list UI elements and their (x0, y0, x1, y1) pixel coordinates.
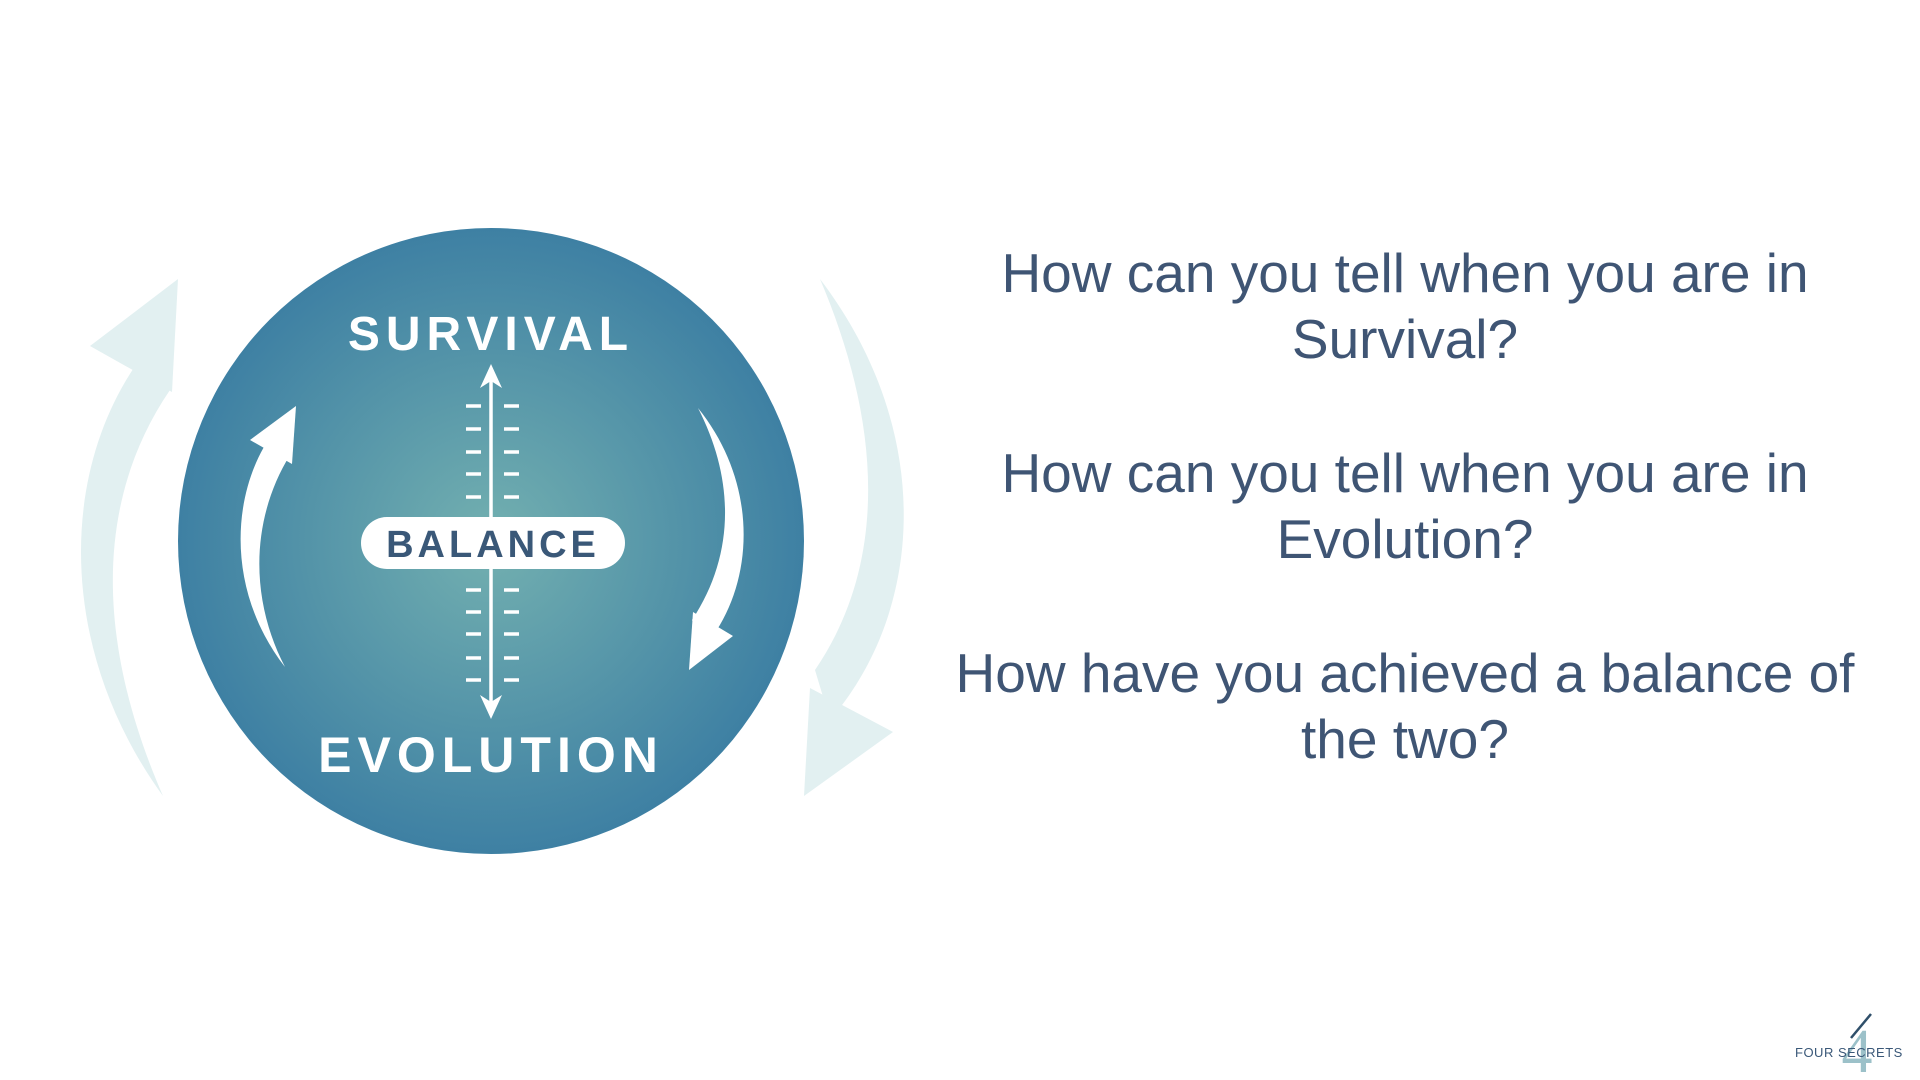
question-evolution: How can you tell when you are in Evoluti… (1001, 442, 1809, 570)
outer-cycle-arrow-right (804, 279, 904, 796)
question-balance: How have you achieved a balance of the t… (955, 642, 1855, 770)
balance-scale (466, 375, 519, 708)
question-survival: How can you tell when you are in Surviva… (1001, 242, 1809, 370)
svg-text:4: 4 (1842, 1018, 1873, 1076)
evolution-label: EVOLUTION (318, 727, 664, 783)
balance-pill (361, 517, 625, 569)
outer-cycle-arrow-left (80, 279, 178, 796)
svg-text:FOUR SECRETS: FOUR SECRETS (1795, 1045, 1903, 1060)
arrow-down-icon (480, 695, 502, 719)
balance-label: BALANCE (386, 524, 600, 566)
questions-list: How can you tell when you are in Surviva… (940, 240, 1870, 840)
arrow-up-icon (480, 364, 502, 388)
inner-arrow-left (240, 406, 296, 667)
survival-label: SURVIVAL (348, 308, 634, 361)
inner-arrow-right (689, 408, 744, 670)
four-secrets-logo: 4 FOUR SECRETS (1795, 1013, 1903, 1076)
